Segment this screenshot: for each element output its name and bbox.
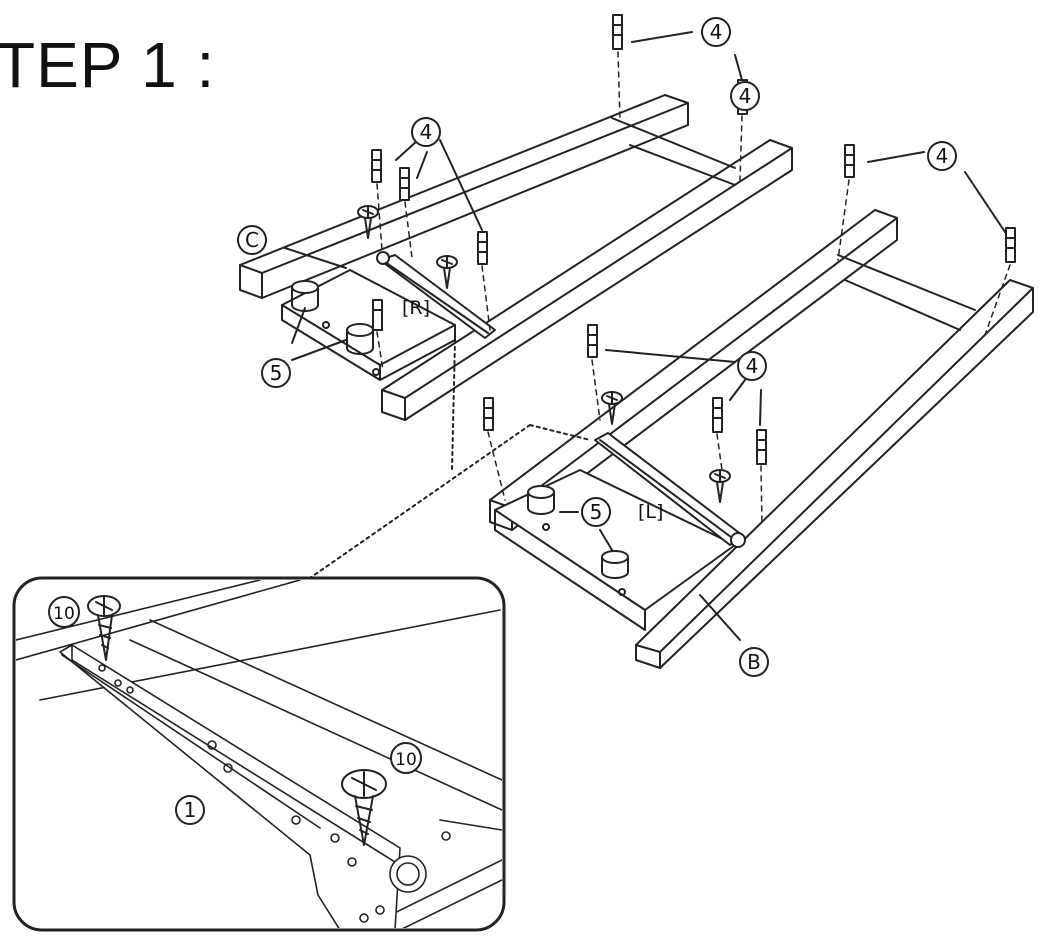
tag-left: [L]	[638, 501, 663, 523]
callout-dowel: 4	[420, 120, 433, 144]
callout-runner: 1	[184, 798, 197, 822]
screw-icon	[601, 391, 731, 503]
dowel-icon	[483, 144, 1016, 465]
screw-icon	[357, 205, 458, 289]
callout-screw: 10	[395, 750, 417, 770]
callout-dowel: 4	[710, 20, 723, 44]
callout-screw: 10	[53, 604, 75, 624]
callout-panel-b: B	[747, 650, 761, 674]
callout-cam-bolt: 5	[590, 500, 603, 524]
frame-b	[483, 144, 1034, 669]
screw-icon	[87, 595, 387, 846]
cam-bolt-icon	[527, 485, 629, 596]
callout-panel-c: C	[245, 228, 259, 252]
step-title: TEP 1 :	[0, 29, 216, 101]
tag-right: [R]	[402, 297, 430, 319]
callout-dowel: 4	[936, 144, 949, 168]
callout-dowel: 4	[746, 354, 759, 378]
callout-dowel: 4	[739, 84, 752, 108]
callout-group	[48, 17, 957, 825]
detail-inset	[12, 576, 506, 932]
callout-cam-bolt: 5	[270, 361, 283, 385]
